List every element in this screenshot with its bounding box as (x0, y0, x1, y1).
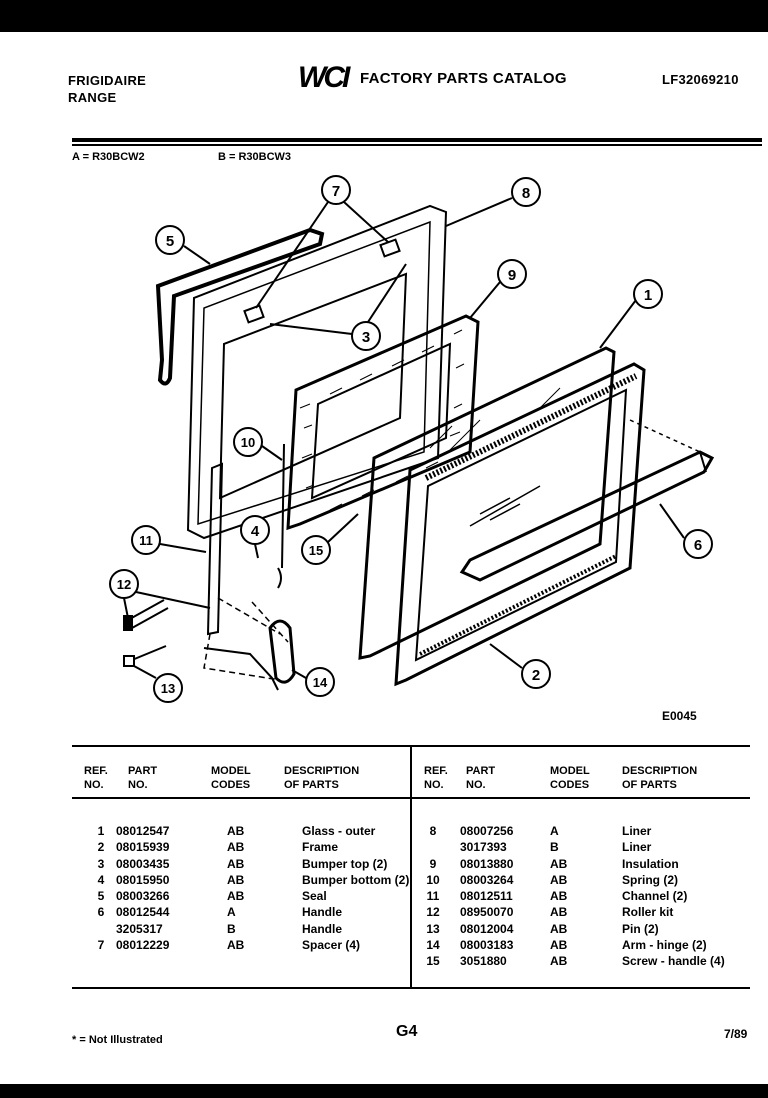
model-b-label: B = R30BCW3 (218, 151, 292, 163)
callout-label: 12 (117, 577, 131, 592)
callout-label: 5 (166, 233, 174, 250)
document-number: LF32069210 (662, 72, 739, 87)
table-column-divider (410, 745, 412, 988)
callout-label: 14 (313, 675, 328, 690)
callout-label: 4 (251, 523, 260, 540)
callout-label: 10 (241, 435, 255, 450)
brand-block: FRIGIDAIRE RANGE (68, 72, 146, 106)
exploded-door-diagram: 1 2 3 4 5 6 7 8 9 (109, 175, 715, 703)
page-number: G4 (396, 1023, 418, 1040)
header-rule-thin (72, 144, 762, 146)
callout-label: 1 (644, 287, 652, 304)
roller-kit-part (127, 599, 169, 629)
callout-11: 11 (131, 525, 207, 555)
callout-label: 11 (139, 533, 153, 548)
channel-part (206, 462, 224, 636)
table-bottom-rule (72, 987, 750, 989)
top-black-bar (0, 0, 768, 32)
callout-10: 10 (233, 427, 283, 461)
callout-label: 9 (508, 267, 516, 284)
callout-13: 13 (133, 665, 183, 703)
callout-4: 4 (240, 515, 270, 559)
wci-logo: WCI (298, 61, 354, 92)
callout-label: 13 (161, 681, 175, 696)
callout-label: 8 (522, 185, 530, 202)
callout-label: 3 (362, 329, 370, 346)
callout-6: 6 (659, 503, 713, 559)
header-ref-left: REF.NO. (84, 765, 108, 791)
insulation-texture (299, 329, 465, 511)
header-rule-thick (72, 138, 762, 142)
spacer-part (379, 238, 401, 258)
glass-panel-part (358, 346, 616, 660)
product-type: RANGE (68, 90, 117, 105)
callout-label: 15 (309, 543, 323, 558)
callout-7: 7 (255, 175, 389, 309)
header-ref-right: REF.NO. (424, 765, 448, 791)
brand-name: FRIGIDAIRE (68, 73, 147, 88)
spacer-part (243, 304, 265, 324)
callout-12: 12 (109, 569, 211, 619)
insulation-part (286, 314, 480, 531)
frame-part (394, 362, 646, 687)
callout-5: 5 (155, 225, 211, 265)
liner-part (186, 204, 448, 540)
callout-14: 14 (291, 667, 335, 697)
revision-date: 7/89 (724, 1027, 748, 1041)
wci-logo-text: WCI (298, 61, 351, 92)
seal-part (155, 227, 325, 386)
handle-part (459, 450, 715, 582)
callout-label: 2 (532, 667, 540, 684)
callout-label: 6 (694, 537, 702, 554)
callout-15: 15 (301, 513, 359, 565)
catalog-title: FACTORY PARTS CATALOG (360, 70, 567, 87)
figure-code: E0045 (662, 709, 697, 723)
callout-2: 2 (489, 643, 551, 689)
hinge-arm-part (268, 619, 296, 684)
spring-part (277, 443, 285, 589)
callout-8: 8 (445, 177, 541, 227)
model-a-label: A = R30BCW2 (72, 151, 145, 163)
bottom-black-bar (0, 1084, 768, 1098)
pin-part (131, 645, 167, 661)
liner-window (218, 272, 408, 500)
not-illustrated-footnote: * = Not Illustrated (72, 1034, 163, 1046)
callout-3: 3 (269, 263, 407, 351)
callout-1: 1 (599, 279, 663, 349)
callout-9: 9 (469, 259, 527, 319)
callout-label: 7 (332, 183, 340, 200)
